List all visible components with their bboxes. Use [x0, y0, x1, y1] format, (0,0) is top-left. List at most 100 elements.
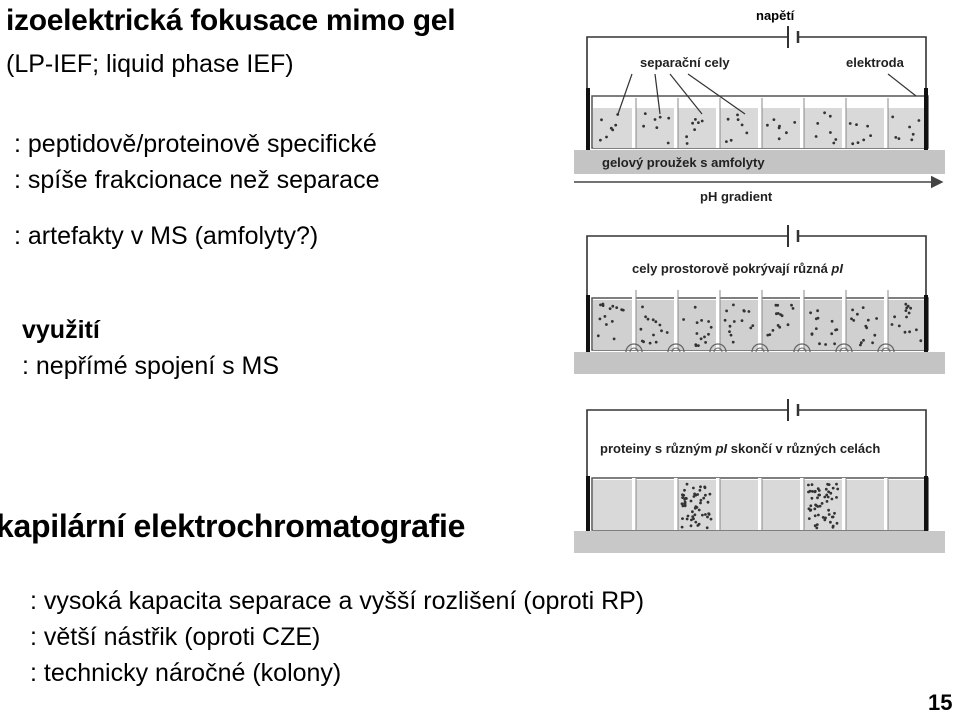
particle — [644, 315, 647, 319]
particle — [818, 342, 821, 346]
particle — [830, 332, 834, 336]
section1-bullet-3: : artefakty v MS (amfolyty?) — [14, 222, 319, 250]
particle — [751, 324, 755, 327]
particle — [703, 335, 706, 339]
swirl — [667, 343, 685, 353]
particle — [903, 330, 907, 334]
particle — [859, 343, 862, 347]
particle — [707, 332, 710, 336]
particle — [820, 502, 824, 505]
particle — [732, 320, 736, 323]
particle — [775, 312, 778, 316]
panel-2: cely prostorově pokrývají různá pI — [574, 225, 945, 374]
electrode-right — [924, 295, 928, 353]
particle — [611, 304, 615, 308]
particle — [704, 493, 707, 497]
particle — [851, 142, 855, 146]
particle — [816, 316, 820, 320]
particle — [685, 142, 689, 145]
circuit-wire-left — [586, 235, 788, 295]
particle — [866, 318, 870, 322]
swirl — [713, 347, 723, 353]
cells-label: separační cely — [640, 55, 730, 70]
particle — [809, 509, 812, 512]
swirl — [755, 347, 765, 353]
particle — [736, 118, 740, 121]
particle — [766, 123, 769, 127]
particle — [832, 141, 836, 145]
particle — [702, 496, 706, 500]
section2-bullet-2: : větší nástřik (oproti CZE) — [30, 623, 321, 651]
particle — [813, 507, 817, 511]
circuit-wire-right — [798, 36, 927, 88]
particle — [897, 137, 901, 141]
particle — [833, 342, 836, 346]
particle — [601, 302, 605, 306]
particle — [655, 126, 659, 129]
particle — [904, 309, 908, 312]
particle — [836, 487, 840, 491]
particle — [652, 333, 655, 337]
pointer-line — [887, 73, 917, 97]
pointer-line — [669, 73, 703, 115]
particle — [620, 308, 624, 312]
particle — [834, 138, 838, 141]
particle — [732, 303, 735, 307]
particle — [695, 332, 699, 335]
swirl — [835, 343, 853, 353]
particle — [658, 323, 662, 327]
particle — [790, 303, 793, 307]
particle — [915, 328, 918, 332]
particle — [697, 344, 700, 347]
particle — [680, 502, 684, 506]
particle — [816, 122, 820, 125]
particle — [689, 499, 693, 503]
swirl — [877, 343, 895, 353]
particle — [658, 115, 662, 119]
particle — [608, 307, 612, 310]
electrode-label: elektroda — [846, 55, 905, 70]
swirl — [881, 347, 891, 353]
particle — [856, 312, 859, 316]
particle — [793, 121, 797, 124]
swirl — [629, 347, 639, 353]
particle — [709, 325, 713, 329]
particle — [723, 318, 727, 322]
particle — [725, 309, 728, 313]
particle — [904, 302, 908, 306]
particle — [699, 485, 702, 489]
electrode-left — [586, 88, 590, 150]
particle — [908, 125, 911, 129]
electrode-left — [586, 476, 590, 534]
page-number: 15 — [928, 690, 953, 715]
particle — [869, 134, 872, 138]
particle — [850, 317, 853, 321]
particle — [861, 306, 865, 309]
particle — [827, 483, 831, 486]
particle — [696, 493, 699, 496]
particle — [706, 500, 710, 504]
particle — [908, 330, 911, 334]
particle — [740, 123, 744, 127]
particle — [683, 502, 687, 506]
particle — [826, 495, 830, 499]
particle — [823, 111, 826, 115]
particle — [827, 513, 831, 516]
particle — [825, 500, 829, 503]
particle — [809, 504, 813, 508]
panel3-caption: proteiny s různým pI skončí v různých ce… — [600, 441, 880, 456]
particle — [823, 495, 827, 499]
particle — [780, 314, 784, 318]
particle — [599, 138, 602, 142]
particle — [596, 334, 600, 338]
particle — [725, 140, 728, 144]
swirl — [625, 343, 643, 353]
circuit-wire-left — [586, 409, 788, 478]
use-heading: využití — [22, 316, 100, 344]
particle — [689, 524, 693, 528]
particle — [816, 496, 819, 500]
particle — [697, 121, 700, 124]
pointer-line — [654, 73, 661, 115]
particle — [694, 344, 698, 347]
particle — [642, 340, 645, 344]
